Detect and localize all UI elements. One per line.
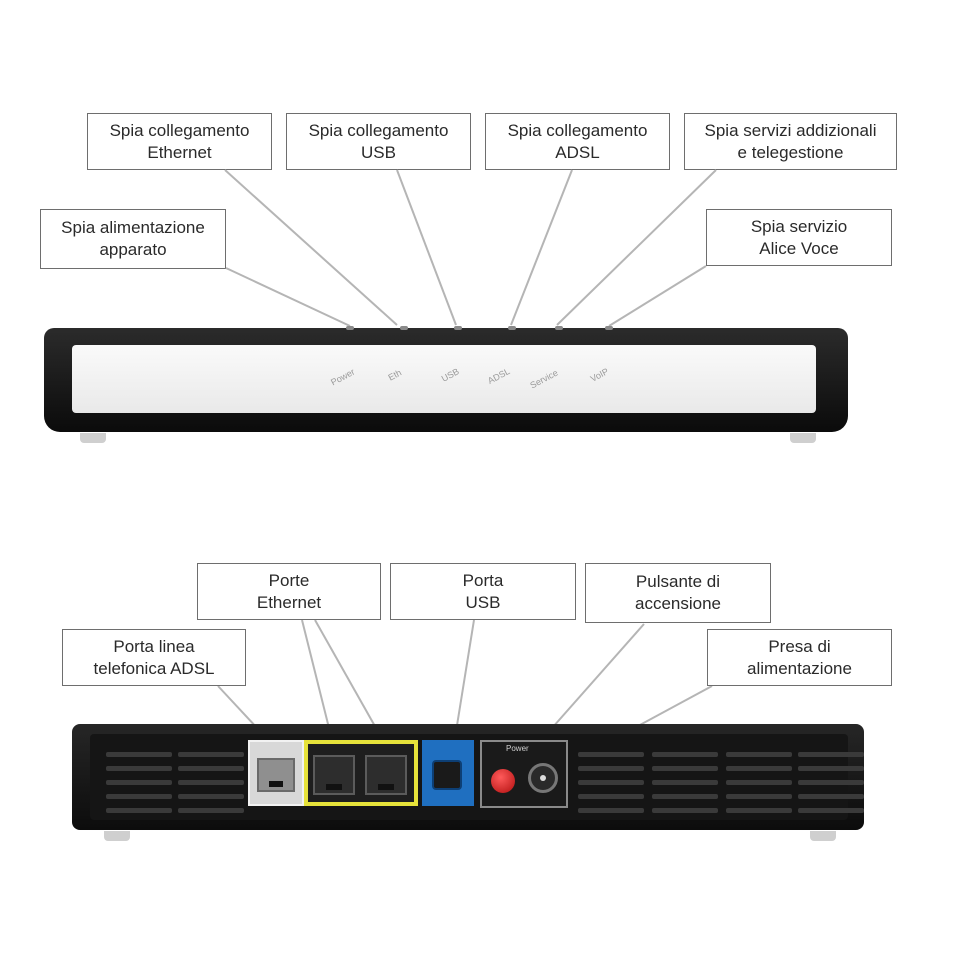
leader-adsl-led	[510, 169, 573, 326]
front-foot-right	[790, 433, 816, 443]
power-button[interactable]	[491, 769, 515, 793]
service-led	[555, 326, 563, 330]
rear-foot-left	[104, 831, 130, 841]
leader-services-led	[556, 169, 717, 326]
rear-foot-right	[810, 831, 836, 841]
leader-ethernet-port-2	[314, 619, 386, 745]
ethernet-port-1[interactable]	[313, 755, 355, 795]
front-foot-left	[80, 433, 106, 443]
modem-front-panel	[72, 345, 816, 413]
usb-port[interactable]	[432, 760, 462, 790]
adsl-port[interactable]	[257, 758, 295, 792]
ethernet-port-2[interactable]	[365, 755, 407, 795]
leader-voice-led	[608, 265, 707, 327]
ethernet-led	[400, 326, 408, 330]
leader-ethernet-port-1	[301, 619, 334, 745]
adsl-led	[508, 326, 516, 330]
power-socket-pin-icon	[540, 775, 546, 781]
leader-ethernet-led	[224, 169, 398, 326]
leader-power-led	[225, 267, 351, 327]
power-port-tag: Power	[506, 744, 529, 753]
power-led	[346, 326, 354, 330]
voip-led	[605, 326, 613, 330]
leader-usb-led	[396, 169, 457, 326]
leader-usb-port	[453, 619, 475, 745]
usb-led	[454, 326, 462, 330]
